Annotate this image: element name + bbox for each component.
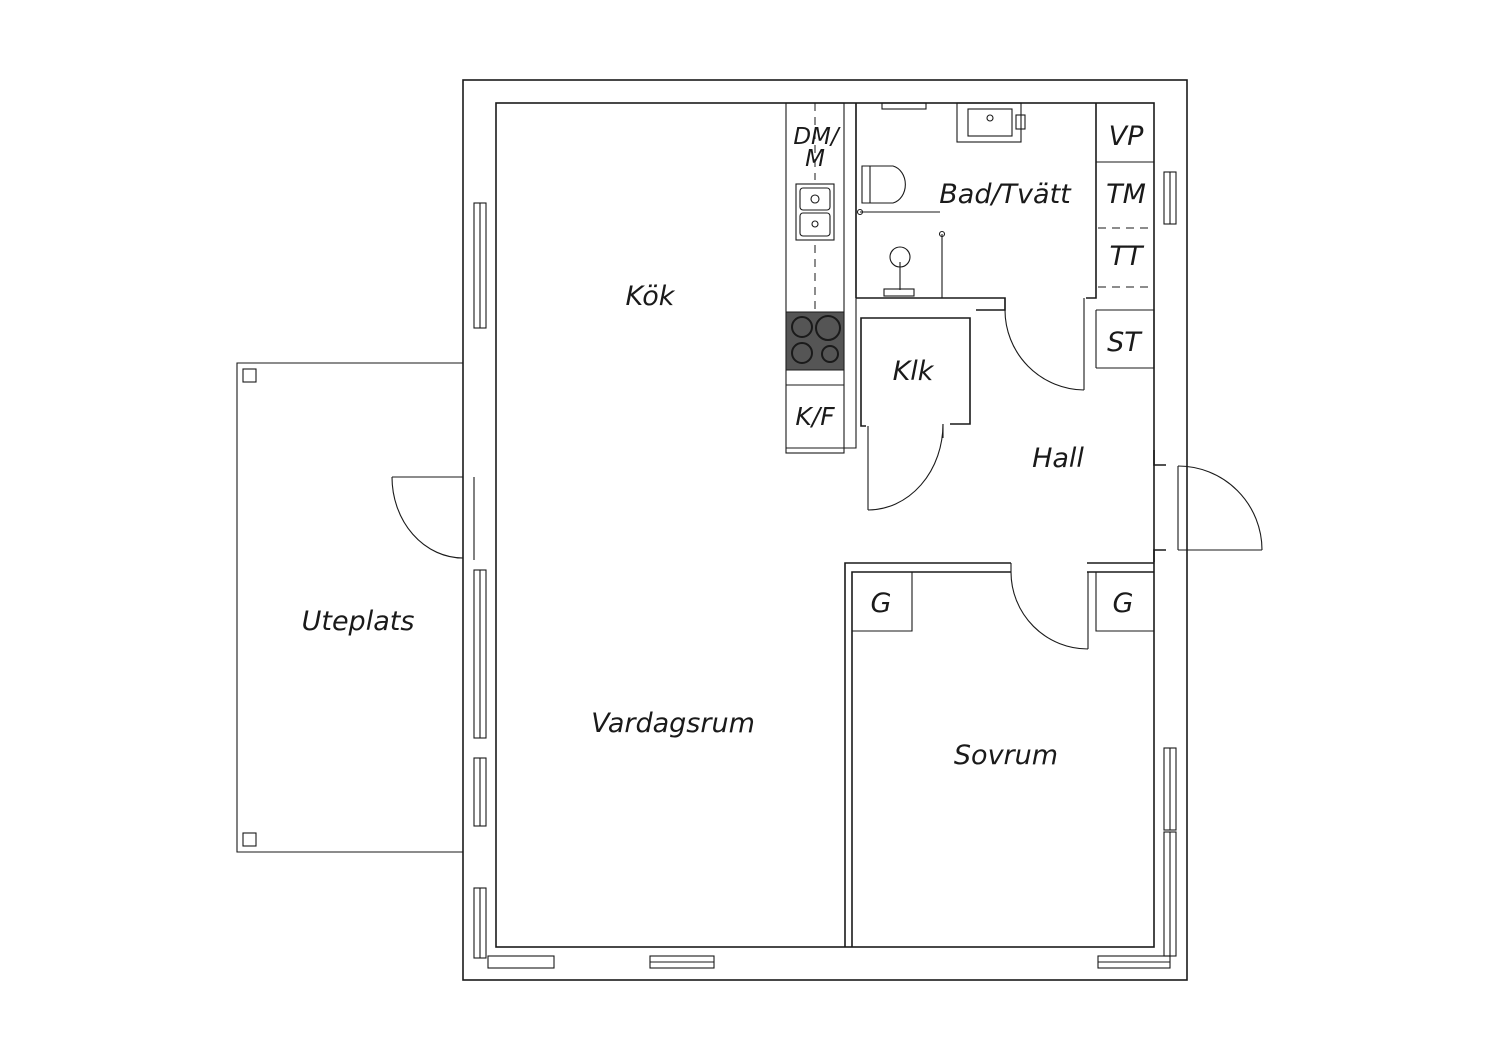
bath-toilet bbox=[861, 165, 906, 204]
windows-right bbox=[1163, 171, 1177, 957]
fixture-label-storage: ST bbox=[1107, 327, 1143, 358]
closet-walls bbox=[860, 317, 971, 511]
room-label-bedroom: Sovrum bbox=[954, 740, 1058, 771]
windows-bottom bbox=[487, 955, 1171, 969]
storage-unit bbox=[1096, 309, 1155, 369]
room-label-bath: Bad/Tvätt bbox=[939, 179, 1072, 210]
wardrobes bbox=[852, 572, 1154, 632]
bedroom-walls bbox=[844, 562, 1154, 947]
entry-door bbox=[1177, 465, 1263, 551]
exterior-walls bbox=[462, 79, 1188, 981]
bath-shower bbox=[856, 208, 946, 298]
patio-door bbox=[391, 476, 475, 560]
room-label-hall: Hall bbox=[1032, 443, 1084, 474]
windows-left bbox=[473, 202, 487, 959]
bathroom-walls bbox=[855, 103, 1097, 390]
fixture-label-fridge: K/F bbox=[795, 402, 835, 431]
bathroom-door bbox=[1004, 298, 1085, 391]
fixture-label-dryer: TT bbox=[1110, 241, 1145, 272]
fixture-label-dishwasher-top: DM/ bbox=[793, 124, 841, 150]
fixture-label-washer: TM bbox=[1106, 179, 1146, 210]
fixture-label-dishwasher-bottom: M bbox=[805, 146, 825, 172]
room-label-patio: Uteplats bbox=[302, 606, 415, 637]
fixture-label-wardrobe-right: G bbox=[1113, 588, 1134, 619]
patio-deck bbox=[236, 362, 463, 853]
kitchen-sink bbox=[795, 183, 835, 241]
laundry-column bbox=[1096, 161, 1154, 288]
room-label-closet: Klk bbox=[893, 356, 935, 387]
fixture-label-wardrobe-left: G bbox=[871, 588, 892, 619]
room-label-living: Vardagsrum bbox=[591, 708, 755, 739]
fixture-label-water-heater: VP bbox=[1109, 121, 1144, 152]
room-label-kitchen: Kök bbox=[626, 281, 676, 312]
hall-wall-detail bbox=[1153, 450, 1166, 562]
stove bbox=[785, 311, 845, 371]
bath-washbasin bbox=[881, 102, 1026, 143]
